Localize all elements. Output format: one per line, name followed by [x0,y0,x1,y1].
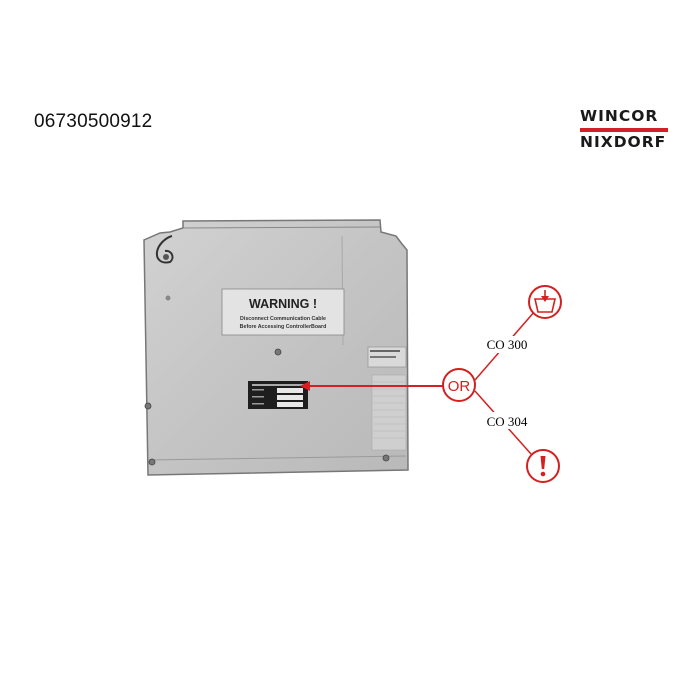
or-circle [442,368,476,402]
brand-line2: NIXDORF [580,132,667,151]
warning-title: WARNING ! [249,297,317,311]
option-co300: CO 300 [487,337,528,352]
exclamation-icon [526,449,560,483]
type-plate [248,381,308,409]
part-number: 06730500912 [34,111,153,132]
screw [165,295,171,301]
brand-line1: WINCOR [580,107,659,125]
screw [148,458,156,466]
variant-callout: OR CO 300 CO 304 [300,285,562,483]
arrow-head-icon [300,381,310,391]
screw [382,454,390,462]
brand-bar [580,127,668,132]
controller-panel [143,219,409,476]
warning-line1: Disconnect Communication Cable [240,316,326,322]
screw [144,402,152,410]
warning-sticker: WARNING ! Disconnect Communication Cable… [221,288,345,336]
option-co304: CO 304 [487,414,528,429]
warning-line2: Before Accessing ControllerBoard [240,324,327,330]
container-arrow-icon [528,285,562,319]
or-label: OR [448,378,471,395]
screw [274,348,282,356]
brand-logo: WINCOR NIXDORF [580,107,668,151]
